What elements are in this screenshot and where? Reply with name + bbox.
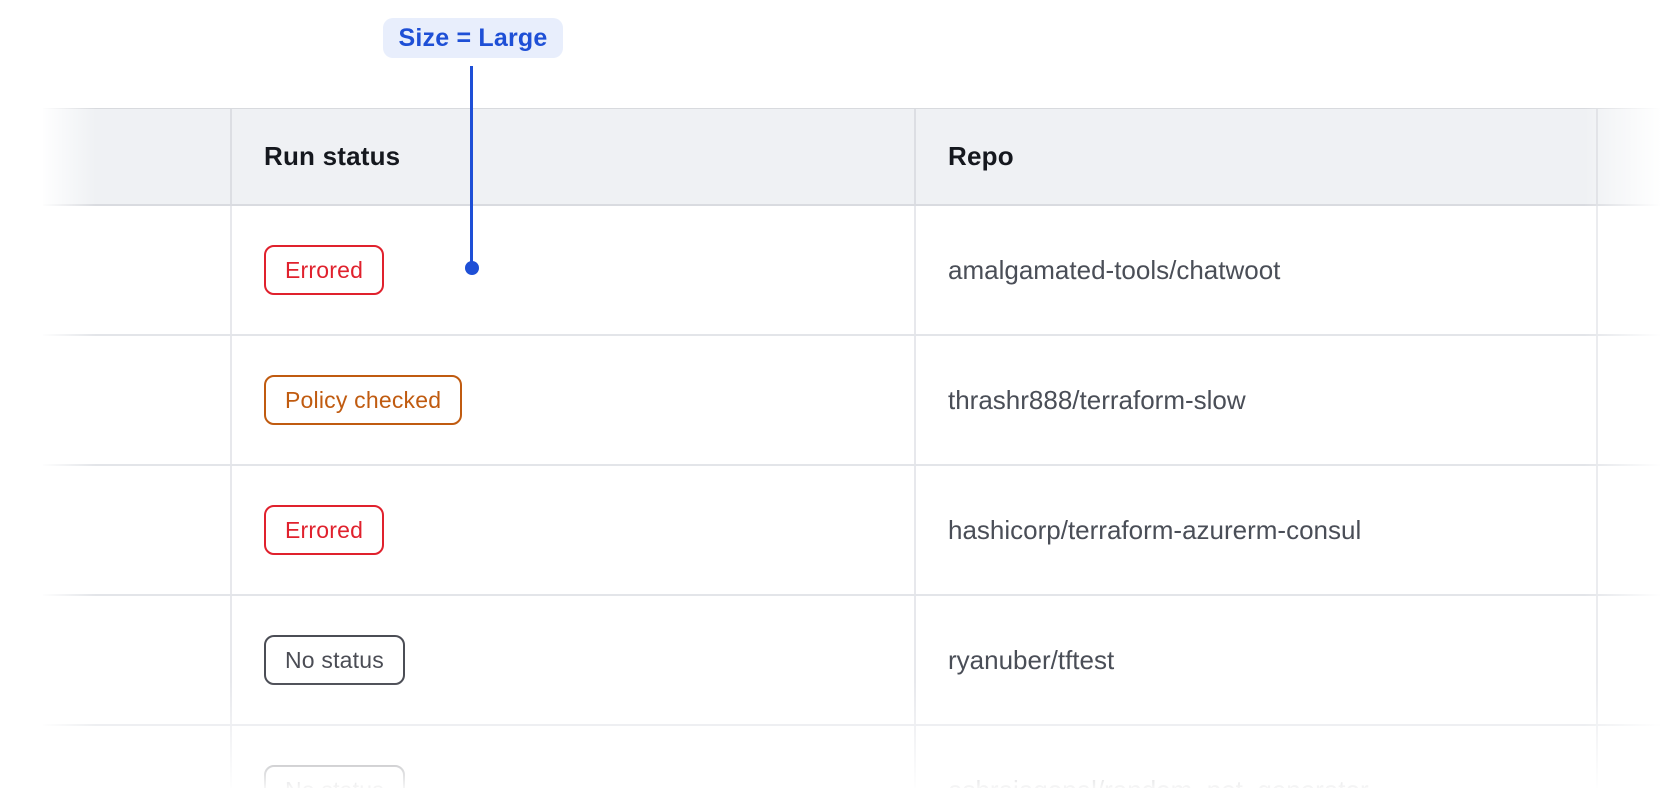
row-cell-run-status: No status (232, 596, 916, 724)
runs-table: Run status Repo Errored amalgamated-tool… (43, 108, 1660, 788)
row-cell-repo: ashrajagopal/random_pet_generator (916, 726, 1598, 788)
run-status-badge: Errored (264, 245, 385, 295)
row-cell-next-column (1598, 206, 1660, 334)
table-row[interactable]: Policy checked thrashr888/terraform-slow (43, 336, 1660, 466)
row-cell-run-status: No status (232, 726, 916, 788)
table-header-row: Run status Repo (43, 108, 1660, 206)
row-cell-next-column (1598, 466, 1660, 594)
annotation-label: Size = Large (383, 18, 563, 58)
annotation-pointer-line (470, 66, 473, 264)
row-cell-repo: thrashr888/terraform-slow (916, 336, 1598, 464)
table-row[interactable]: Errored hashicorp/terraform-azurerm-cons… (43, 466, 1660, 596)
row-cell-empty (43, 596, 232, 724)
run-status-badge: No status (264, 635, 405, 685)
run-status-column-label: Run status (264, 141, 401, 171)
row-cell-run-status: Policy checked (232, 336, 916, 464)
row-cell-run-status: Errored (232, 466, 916, 594)
repo-name: hashicorp/terraform-azurerm-consul (948, 514, 1362, 545)
row-cell-next-column (1598, 336, 1660, 464)
header-cell-run-status: Run status (232, 109, 916, 204)
repo-name: amalgamated-tools/chatwoot (948, 254, 1281, 285)
row-cell-repo: hashicorp/terraform-azurerm-consul (916, 466, 1598, 594)
row-cell-empty (43, 206, 232, 334)
repo-column-label: Repo (948, 141, 1014, 171)
row-cell-run-status: Errored (232, 206, 916, 334)
header-cell-repo: Repo (916, 109, 1598, 204)
run-status-badge: No status (264, 765, 405, 788)
table-row[interactable]: No status ryanuber/tftest (43, 596, 1660, 726)
row-cell-empty (43, 466, 232, 594)
row-cell-empty (43, 336, 232, 464)
row-cell-repo: ryanuber/tftest (916, 596, 1598, 724)
header-cell-empty (43, 109, 232, 204)
row-cell-empty (43, 726, 232, 788)
header-cell-next-column (1598, 109, 1660, 204)
repo-name: ryanuber/tftest (948, 644, 1115, 675)
row-cell-next-column (1598, 726, 1660, 788)
row-cell-repo: amalgamated-tools/chatwoot (916, 206, 1598, 334)
run-status-badge: Errored (264, 505, 385, 555)
repo-name: ashrajagopal/random_pet_generator (948, 775, 1369, 788)
table-row[interactable]: No status ashrajagopal/random_pet_genera… (43, 726, 1660, 788)
annotation-pointer-dot (465, 261, 479, 275)
run-status-badge: Policy checked (264, 375, 463, 425)
table-body: Errored amalgamated-tools/chatwoot Polic… (43, 206, 1660, 788)
row-cell-next-column (1598, 596, 1660, 724)
table-row[interactable]: Errored amalgamated-tools/chatwoot (43, 206, 1660, 336)
repo-name: thrashr888/terraform-slow (948, 384, 1246, 415)
